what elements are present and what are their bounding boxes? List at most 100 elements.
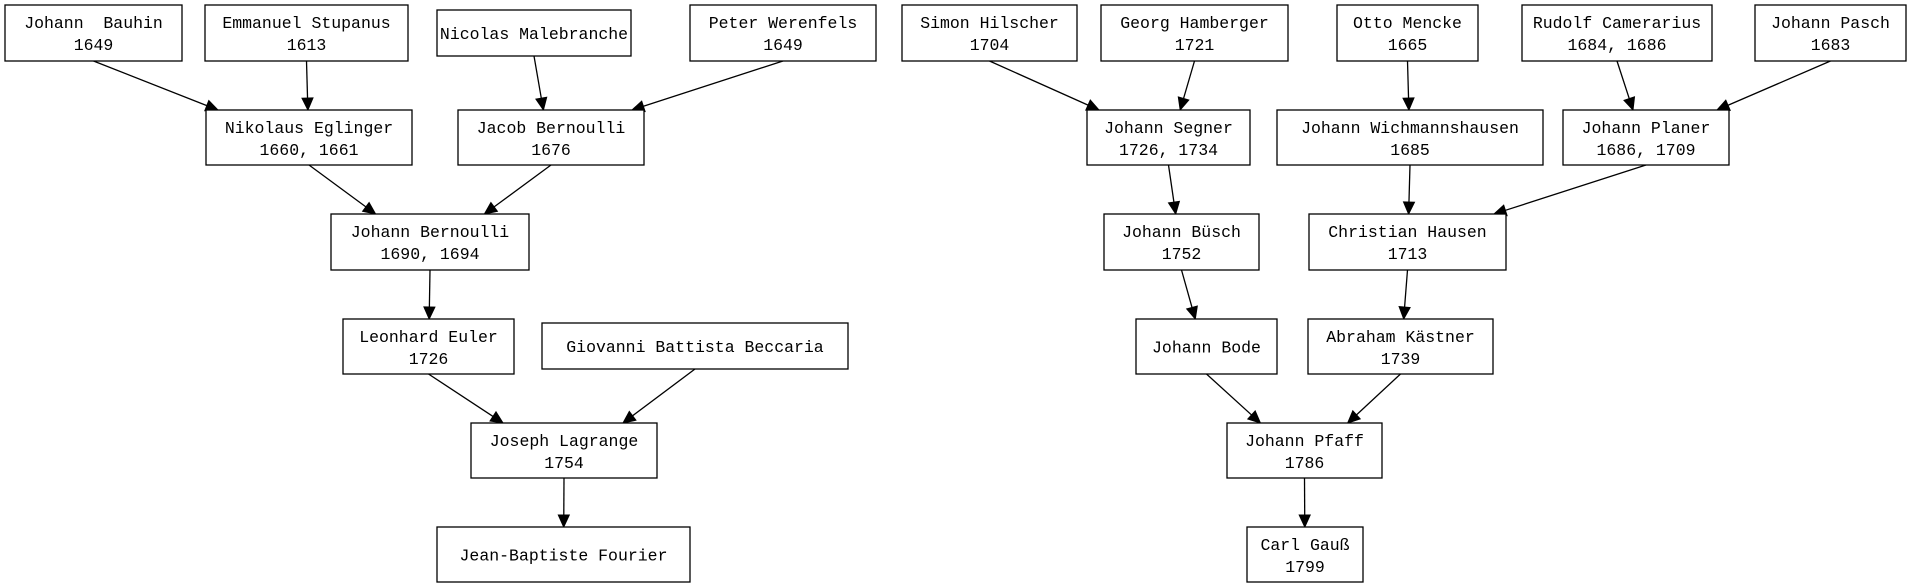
edge-mencke-to-wichmann [1402,60,1415,112]
person-name: Johann Segner [1104,119,1233,138]
person-box [1086,109,1251,166]
arrowhead-icon [301,97,314,112]
person-name: Nicolas Malebranche [440,25,628,44]
edge-pfaff-to-gauss [1298,477,1311,529]
person-name: Jean-Baptiste Fourier [460,547,668,566]
edge-planer-to-hausen [1492,164,1647,217]
edge-lagrange-to-fourier [557,477,571,529]
person-box [1276,109,1544,166]
edge-line [493,164,552,208]
person-box [436,9,632,57]
person-node-werenfels: Peter Werenfels 1649 [689,4,877,62]
arrowhead-icon [1177,96,1190,112]
arrowhead-icon [204,99,220,112]
person-box [541,322,849,370]
person-name: Johann Pasch [1771,14,1890,33]
person-box [901,4,1078,62]
person-name: Simon Hilscher [920,14,1059,33]
person-node-beccaria: Giovanni Battista Beccaria [541,322,849,370]
person-years: 1752 [1162,245,1202,264]
edge-euler-to-lagrange [428,373,505,424]
person-box [1226,422,1383,479]
arrowhead-icon [622,410,637,424]
edge-line [1406,60,1410,99]
edge-line [632,368,696,417]
edge-line [643,60,784,107]
person-name: Abraham Kästner [1326,328,1475,347]
edge-bauhin-to-eglinger [93,60,220,112]
person-name: Peter Werenfels [709,14,858,33]
edge-line [1206,373,1252,416]
person-name: Christian Hausen [1328,223,1486,242]
edge-busch-to-bode [1180,269,1198,321]
person-years: 1683 [1811,36,1851,55]
person-name: Johann Bernoulli [351,223,510,242]
person-years: 1684, 1686 [1567,36,1666,55]
edge-johannb-to-euler [423,269,436,321]
person-box [1336,4,1479,62]
person-name: Johann Büsch [1122,223,1241,242]
person-node-pasch: Johann Pasch 1683 [1754,4,1907,62]
arrowhead-icon [1623,96,1636,112]
edge-eglinger-to-johannb [308,164,377,215]
edge-hilscher-to-segner [989,60,1101,111]
person-box [470,422,658,479]
person-name: Giovanni Battista Beccaria [566,338,824,357]
person-years: 1713 [1388,245,1428,264]
person-years: 1739 [1381,350,1421,369]
arrowhead-icon [1246,409,1262,424]
person-name: Jacob Bernoulli [477,119,626,138]
person-years: 1690, 1694 [380,245,479,264]
arrowhead-icon [489,410,505,424]
arrowhead-icon [1167,200,1181,216]
person-years: 1799 [1285,558,1325,577]
person-name: Joseph Lagrange [490,432,639,451]
person-name: Carl Gauß [1260,536,1349,555]
person-years: 1660, 1661 [259,141,358,160]
edge-camerarius-to-planer [1616,60,1636,112]
person-name: Johann Bode [1152,339,1261,358]
edge-kastner-to-pfaff [1346,373,1401,424]
person-box [1754,4,1907,62]
person-node-hamberger: Georg Hamberger 1721 [1100,4,1289,62]
person-years: 1649 [74,36,114,55]
person-name: Leonhard Euler [359,328,498,347]
arrowhead-icon [1715,99,1731,111]
person-name: Otto Mencke [1353,14,1462,33]
edge-line [1182,60,1196,99]
person-years: 1726 [409,350,449,369]
edge-line [1616,60,1630,99]
person-box [1246,526,1364,583]
person-box [204,4,409,62]
edge-malebranche-to-jacob [533,55,548,112]
edge-hamberger-to-segner [1177,60,1196,112]
person-box [1307,318,1494,375]
arrowhead-icon [1346,409,1362,424]
person-name: Georg Hamberger [1120,14,1269,33]
edge-line [1403,269,1409,308]
person-years: 1721 [1175,36,1215,55]
edge-bode-to-pfaff [1206,373,1262,424]
edge-segner-to-busch [1167,164,1181,216]
person-box [4,4,183,62]
edge-line [428,373,494,417]
arrowhead-icon [361,201,377,215]
edge-line [1167,164,1175,203]
edge-line [93,60,208,107]
person-box [1521,4,1713,62]
person-years: 1649 [763,36,803,55]
edge-pasch-to-planer [1715,60,1831,111]
edge-stupanus-to-eglinger [301,60,314,112]
edge-line [1727,60,1831,106]
